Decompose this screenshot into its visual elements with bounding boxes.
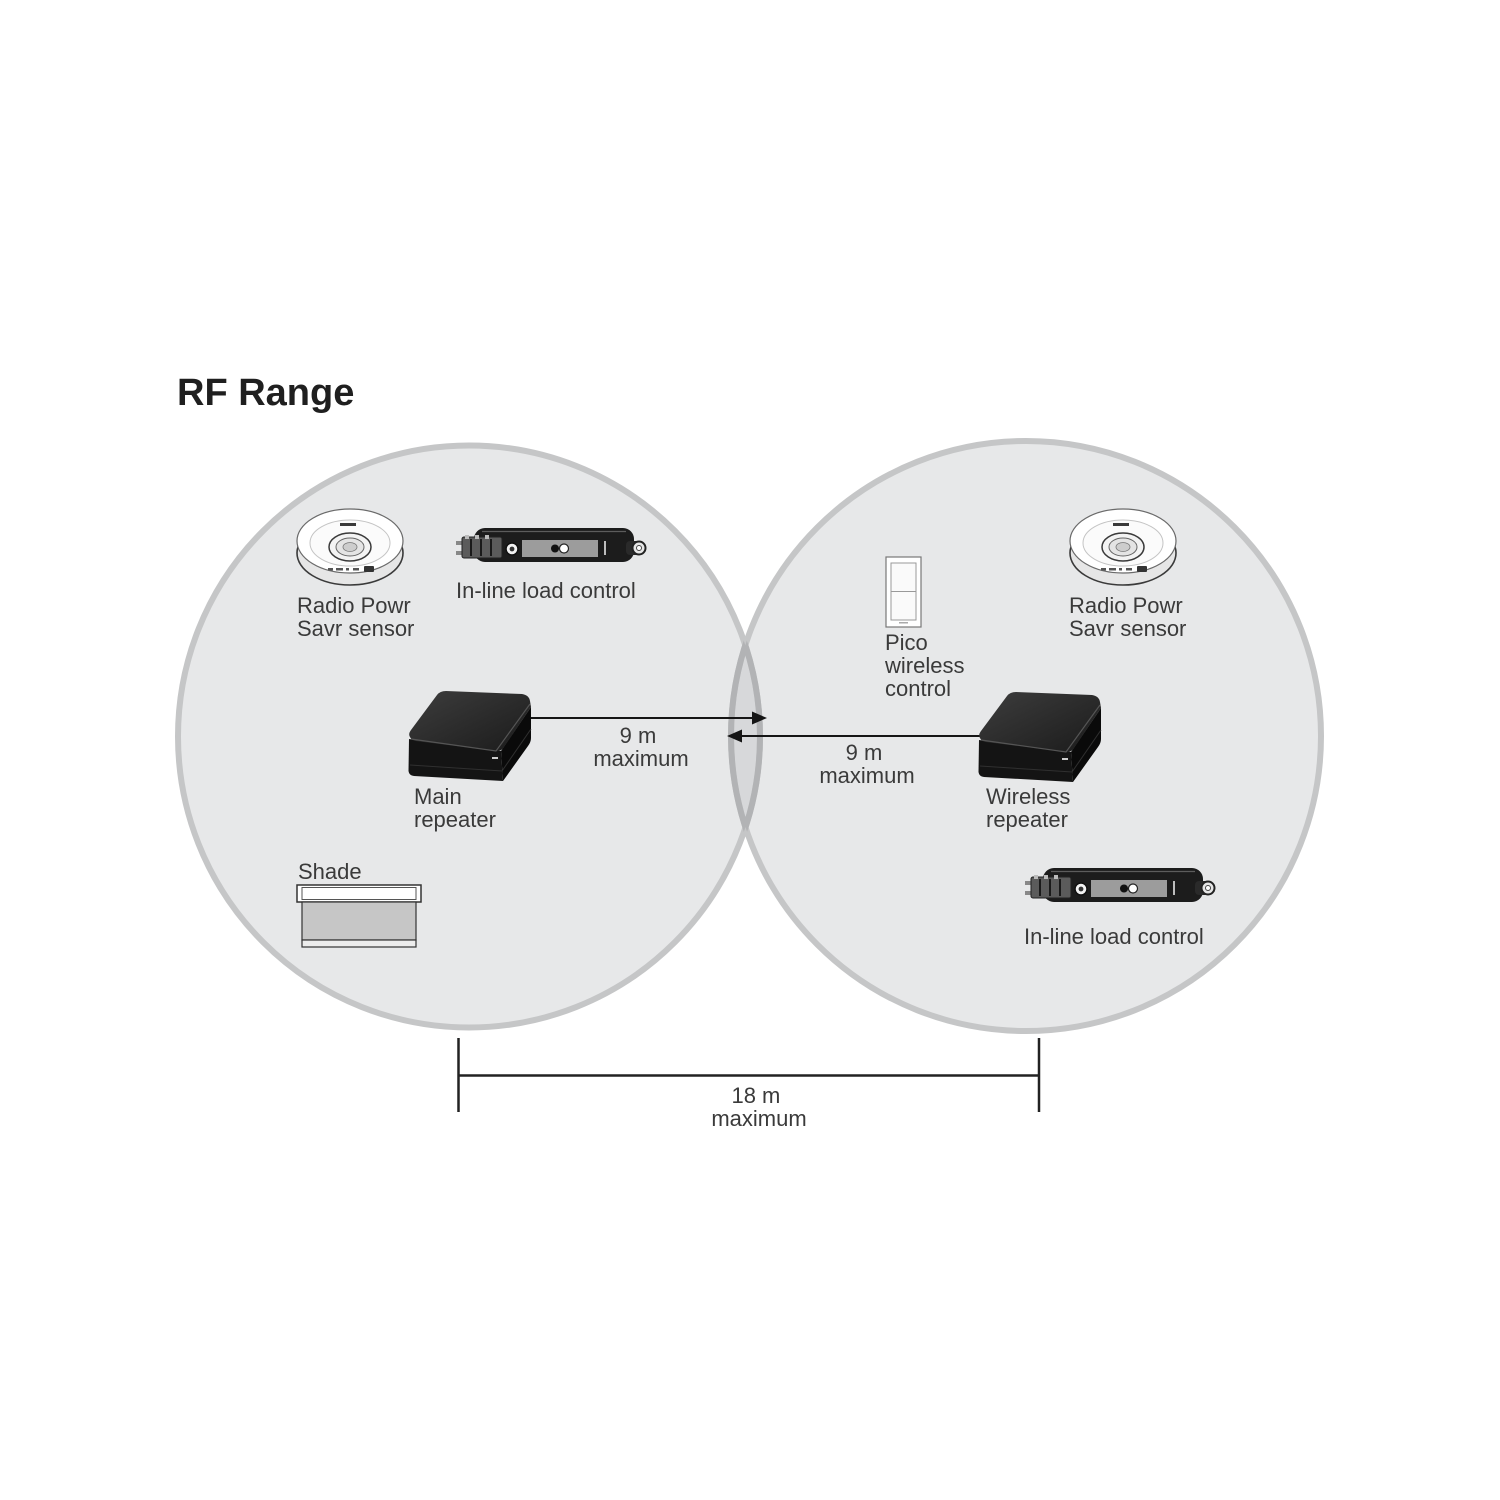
pico-label-line: wireless bbox=[884, 653, 964, 678]
sensor-label-right: Radio Powr Savr sensor bbox=[1069, 593, 1189, 641]
shade-headrail-inner bbox=[301, 887, 417, 900]
page-title: RF Range bbox=[177, 372, 354, 414]
pico-logo-mark bbox=[899, 622, 908, 624]
pico-label-line: control bbox=[885, 676, 951, 701]
roller-shade-icon bbox=[296, 884, 422, 948]
link-distance-label-main: 9 m maximum bbox=[593, 723, 688, 771]
shade-bottom-rail bbox=[301, 939, 417, 948]
wireless-repeater-label: Wireless repeater bbox=[986, 784, 1076, 832]
sensor-label-line: Savr sensor bbox=[297, 616, 414, 641]
pico-label-line: Pico bbox=[885, 630, 928, 655]
occupancy-sensor-icon bbox=[296, 508, 404, 586]
span-distance-value: 18 m bbox=[731, 1083, 780, 1108]
link-distance-label-wireless: 9 m maximum bbox=[819, 740, 914, 788]
link-distance-qualifier: maximum bbox=[593, 746, 688, 771]
inline-load-control-icon bbox=[455, 527, 647, 563]
load-control-label-right: In-line load control bbox=[1024, 924, 1204, 949]
span-dimension bbox=[457, 1038, 1041, 1112]
sensor-label-line: Radio Powr bbox=[1069, 593, 1183, 618]
sensor-label-line: Savr sensor bbox=[1069, 616, 1186, 641]
arrowhead-right-icon bbox=[752, 711, 767, 725]
arrowhead-left-icon bbox=[727, 729, 742, 743]
range-arrow-main-repeater bbox=[530, 711, 767, 725]
load-control-label-left: In-line load control bbox=[456, 578, 636, 603]
span-distance-label: 18 m maximum bbox=[711, 1083, 806, 1131]
main-repeater-label: Main repeater bbox=[414, 784, 496, 832]
repeater-label-line: repeater bbox=[986, 807, 1068, 832]
pico-label: Pico wireless control bbox=[884, 630, 971, 701]
link-distance-value: 9 m bbox=[846, 740, 883, 765]
span-distance-qualifier: maximum bbox=[711, 1106, 806, 1131]
occupancy-sensor-icon bbox=[1069, 508, 1177, 586]
sensor-label-left: Radio Powr Savr sensor bbox=[297, 593, 417, 641]
repeater-label-line: repeater bbox=[414, 807, 496, 832]
pico-remote-icon bbox=[885, 556, 922, 628]
link-distance-qualifier: maximum bbox=[819, 763, 914, 788]
repeater-label-line: Main bbox=[414, 784, 462, 809]
shade-label: Shade bbox=[298, 859, 362, 884]
link-distance-value: 9 m bbox=[620, 723, 657, 748]
range-arrow-wireless-repeater bbox=[727, 729, 985, 743]
repeater-label-line: Wireless bbox=[986, 784, 1070, 809]
inline-load-control-icon bbox=[1024, 867, 1216, 903]
shade-fabric bbox=[301, 901, 417, 941]
sensor-label-line: Radio Powr bbox=[297, 593, 411, 618]
